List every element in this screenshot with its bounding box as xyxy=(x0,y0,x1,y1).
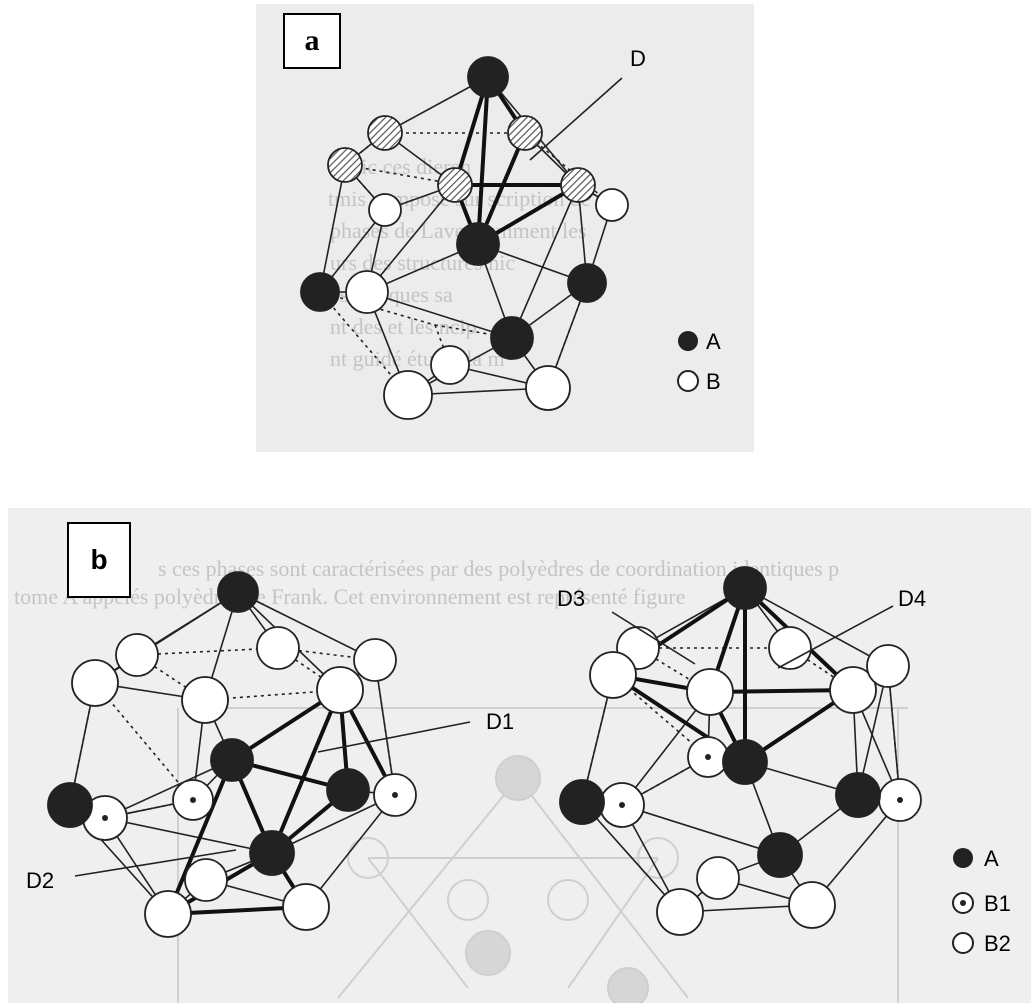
atom-a xyxy=(722,739,768,785)
annotation-line-d2 xyxy=(74,849,237,877)
structure-b-right: D3 D4 xyxy=(557,566,926,936)
atom-a xyxy=(210,738,254,782)
atom-b xyxy=(345,270,389,314)
atom-a xyxy=(456,222,500,266)
atom-a xyxy=(559,779,605,825)
legend-symbol-dot xyxy=(960,900,966,906)
atom-b2 xyxy=(115,633,159,677)
annotation-line-d xyxy=(529,77,623,161)
atom-a xyxy=(249,830,295,876)
tetrahedron-d xyxy=(453,75,580,246)
annotation-d2: D2 xyxy=(26,868,54,893)
annotation-d: D xyxy=(630,46,646,71)
annotation-d3: D3 xyxy=(557,586,585,611)
tetrahedron-d1 xyxy=(230,688,397,855)
tetrahedron-d3-d4 xyxy=(611,586,855,764)
legend-label-b: B xyxy=(706,369,721,394)
atom-hatched xyxy=(327,147,363,183)
legend-a: A B xyxy=(677,329,721,394)
atom-b2 xyxy=(353,638,397,682)
atom-hatched xyxy=(367,115,403,151)
atom-a xyxy=(300,272,340,312)
atom-b2 xyxy=(184,858,228,902)
atom-b xyxy=(430,345,470,385)
atom-b2 xyxy=(829,666,877,714)
structure-b-left: D1 D2 xyxy=(26,571,514,938)
atoms-b-left xyxy=(47,571,417,938)
atom-a xyxy=(567,263,607,303)
legend-symbol-filled xyxy=(953,848,973,868)
atom-b2 xyxy=(788,881,836,929)
atom-b2 xyxy=(71,659,119,707)
atom-b2 xyxy=(282,883,330,931)
atom-hatched xyxy=(507,115,543,151)
atom-a xyxy=(467,56,509,98)
atom-b2 xyxy=(866,644,910,688)
atom-a xyxy=(757,832,803,878)
atom-b2 xyxy=(316,666,364,714)
atom-b2 xyxy=(656,888,704,936)
structure-a: D A B xyxy=(300,46,721,420)
panel-a-label: a xyxy=(283,13,341,69)
atom-b2 xyxy=(696,856,740,900)
atom-a xyxy=(723,566,767,610)
annotation-line-d4 xyxy=(777,605,894,669)
atom-hatched xyxy=(437,167,473,203)
atom-b2 xyxy=(181,676,229,724)
atom-a xyxy=(490,316,534,360)
atom-a xyxy=(47,782,93,828)
legend-symbol-open xyxy=(677,370,699,392)
legend-b: A B1 B2 xyxy=(952,846,1011,956)
panel-b-label: b xyxy=(67,522,131,598)
atom-a xyxy=(835,772,881,818)
atoms-b-right xyxy=(559,566,922,936)
ghost-structure xyxy=(177,707,908,1003)
atom-b xyxy=(525,365,571,411)
atom-b2 xyxy=(768,626,812,670)
b1-dots-left xyxy=(102,792,398,821)
atom-a xyxy=(217,571,259,613)
atoms-a xyxy=(300,56,629,420)
atom-b2 xyxy=(144,890,192,938)
atom-a xyxy=(326,768,370,812)
atom-b xyxy=(368,193,402,227)
legend-label-a: A xyxy=(706,329,721,354)
atom-b2 xyxy=(686,668,734,716)
annotation-line-d3 xyxy=(611,611,696,665)
legend-label-b2: B2 xyxy=(984,931,1011,956)
atom-hatched xyxy=(560,167,596,203)
atom-b xyxy=(383,370,433,420)
atom-b2 xyxy=(256,626,300,670)
legend-label-b1: B1 xyxy=(984,891,1011,916)
atom-b xyxy=(595,188,629,222)
b1-dots-right xyxy=(619,754,903,808)
legend-symbol-filled xyxy=(678,331,698,351)
annotation-d1: D1 xyxy=(486,709,514,734)
legend-symbol-open xyxy=(952,932,974,954)
annotation-d4: D4 xyxy=(898,586,926,611)
legend-label-a: A xyxy=(984,846,999,871)
atom-b2 xyxy=(589,651,637,699)
annotation-line-d1 xyxy=(317,721,471,753)
